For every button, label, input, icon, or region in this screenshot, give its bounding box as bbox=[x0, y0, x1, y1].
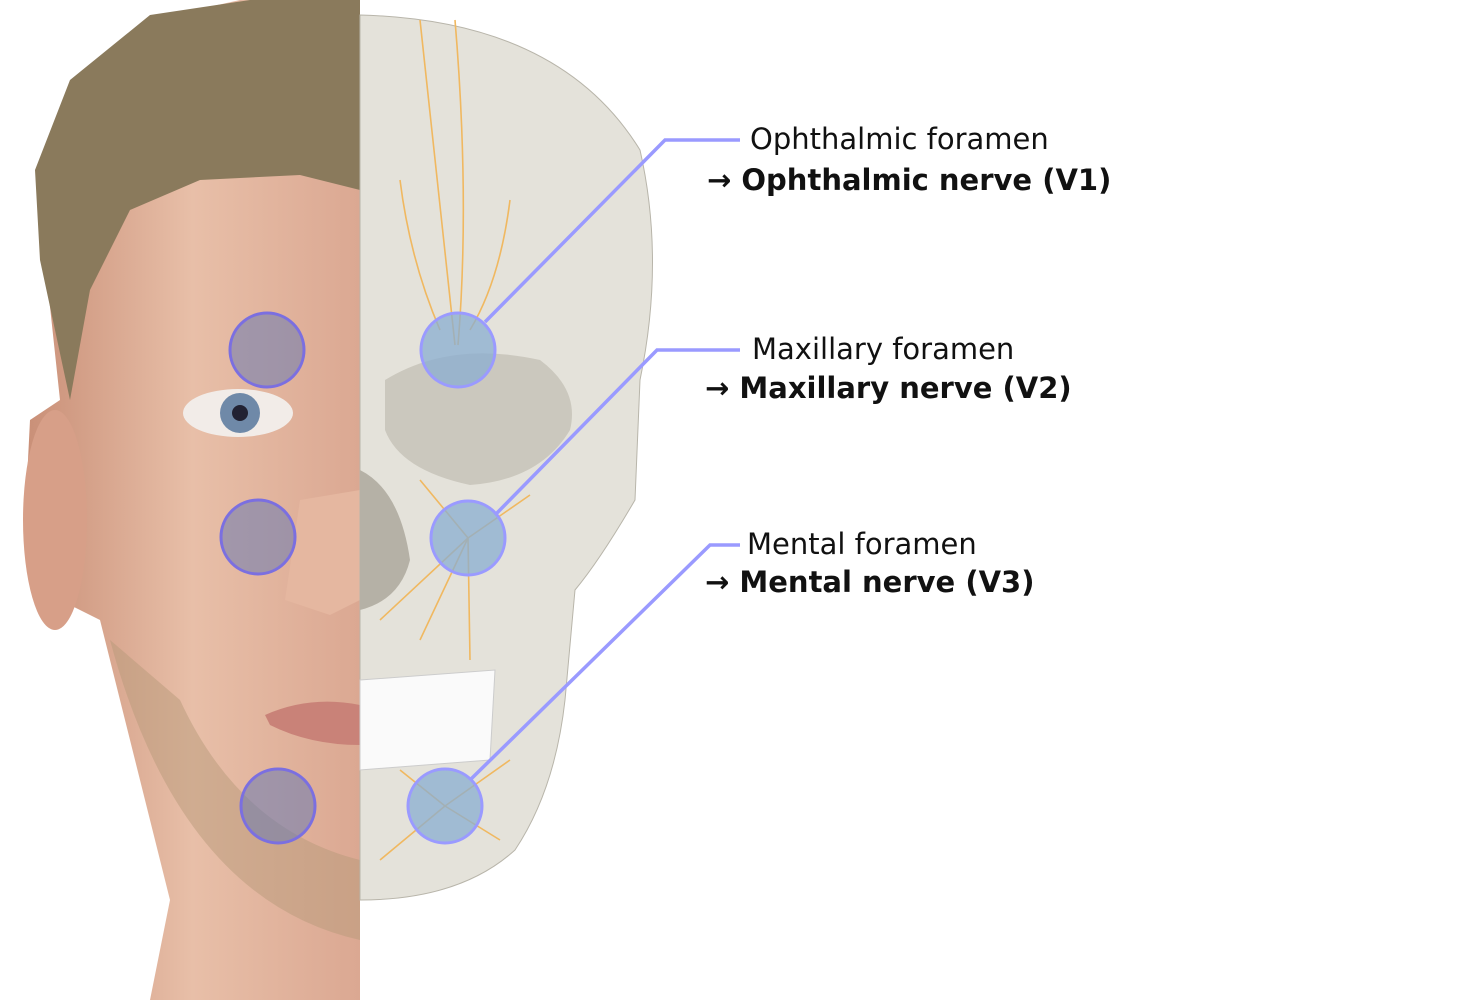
label-maxillary-nerve: → Maxillary nerve (V2) bbox=[705, 371, 1072, 405]
skull-marker-v1 bbox=[419, 311, 497, 389]
beard bbox=[110, 640, 360, 940]
label-maxillary-foramen: Maxillary foramen bbox=[752, 332, 1015, 366]
face-photo-half bbox=[23, 0, 360, 1000]
teeth bbox=[359, 669, 496, 771]
leader-lines bbox=[468, 138, 740, 782]
face-marker-v2 bbox=[219, 498, 297, 576]
label-ophthalmic-nerve: → Ophthalmic nerve (V1) bbox=[707, 163, 1112, 197]
leader-v1 bbox=[483, 138, 740, 324]
leader-v2 bbox=[493, 348, 740, 517]
orbit bbox=[385, 353, 572, 485]
skull-marker-v2 bbox=[429, 499, 507, 577]
nasal-cavity bbox=[360, 470, 410, 610]
skull-marker-v3 bbox=[406, 767, 484, 845]
ear bbox=[23, 410, 87, 630]
label-mental-nerve: → Mental nerve (V3) bbox=[705, 565, 1035, 599]
label-mental-foramen: Mental foramen bbox=[747, 527, 977, 561]
leader-v3 bbox=[468, 543, 740, 782]
lips bbox=[265, 701, 360, 745]
skull-half bbox=[359, 14, 653, 901]
nose bbox=[285, 490, 360, 615]
face-marker-v1 bbox=[228, 311, 306, 389]
face-marker-v3 bbox=[239, 767, 317, 845]
foramen-markers bbox=[219, 311, 507, 845]
label-ophthalmic-foramen: Ophthalmic foramen bbox=[750, 122, 1049, 156]
hair bbox=[35, 0, 360, 400]
